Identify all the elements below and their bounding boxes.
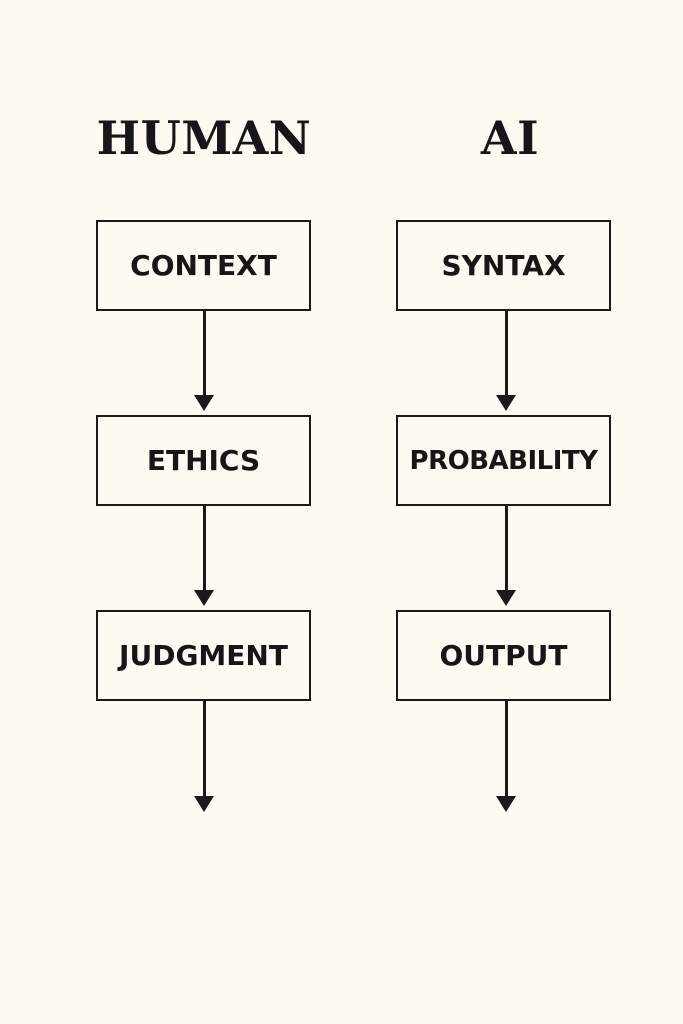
ai-arrow-probability-to-output (496, 506, 516, 606)
human-arrow-judgment-out (194, 701, 214, 812)
ai-column-title: AI (480, 111, 540, 165)
ai-arrow-output-out (496, 701, 516, 812)
human-step-context: CONTEXT (96, 220, 311, 311)
human-step-judgment: JUDGMENT (96, 610, 311, 701)
ai-step-syntax: SYNTAX (396, 220, 611, 311)
human-step-ethics: ETHICS (96, 415, 311, 506)
ai-step-output: OUTPUT (396, 610, 611, 701)
human-column-title: HUMAN (96, 111, 312, 165)
ai-arrow-syntax-to-probability (496, 311, 516, 411)
human-arrow-ethics-to-judgment (194, 506, 214, 606)
human-arrow-context-to-ethics (194, 311, 214, 411)
ai-step-probability: PROBABILITY (396, 415, 611, 506)
